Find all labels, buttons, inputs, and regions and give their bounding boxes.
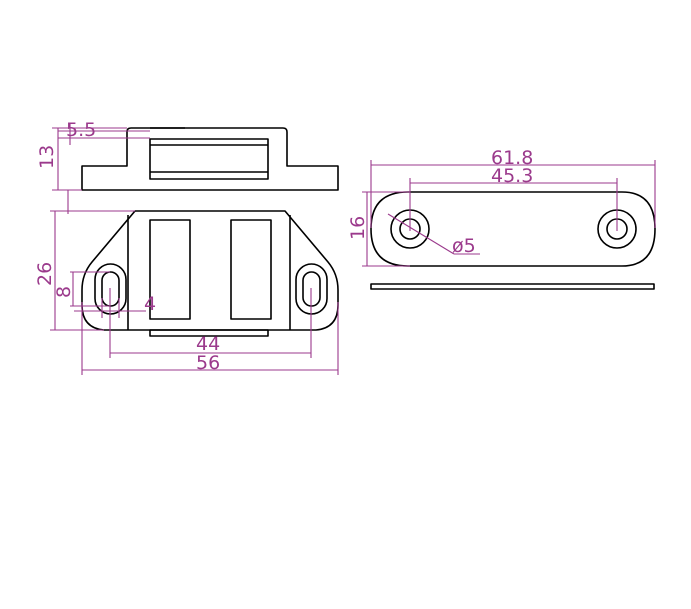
latch-front-view (81, 210, 339, 337)
magnet-left (149, 219, 191, 320)
strike-plate-side-view (370, 283, 655, 290)
magnet-right (230, 219, 272, 320)
dim-16: 16 (347, 216, 369, 240)
dim-44: 44 (196, 333, 220, 355)
dim-56: 56 (196, 352, 220, 374)
latch-top-body-outline (81, 127, 339, 191)
latch-top-magnet-slot (149, 138, 269, 180)
latch-front-body-outline (81, 210, 339, 331)
dim-26: 26 (34, 262, 56, 286)
dim-5-5: 5.5 (66, 119, 96, 141)
dim-diameter-5: ø5 (452, 235, 476, 257)
dim-61-8: 61.8 (491, 147, 533, 169)
latch-front-base-plate (149, 329, 269, 337)
dim-45-3: 45.3 (491, 165, 533, 187)
left-dimensions: 5.5 13 26 8 4 44 56 (34, 119, 339, 375)
latch-top-view (81, 127, 339, 191)
dim-8: 8 (53, 286, 75, 298)
dim-4: 4 (144, 293, 156, 315)
strike-plate-view (370, 191, 656, 290)
right-dimensions: 61.8 45.3 16 ø5 (347, 147, 656, 267)
dim-13: 13 (36, 145, 58, 169)
